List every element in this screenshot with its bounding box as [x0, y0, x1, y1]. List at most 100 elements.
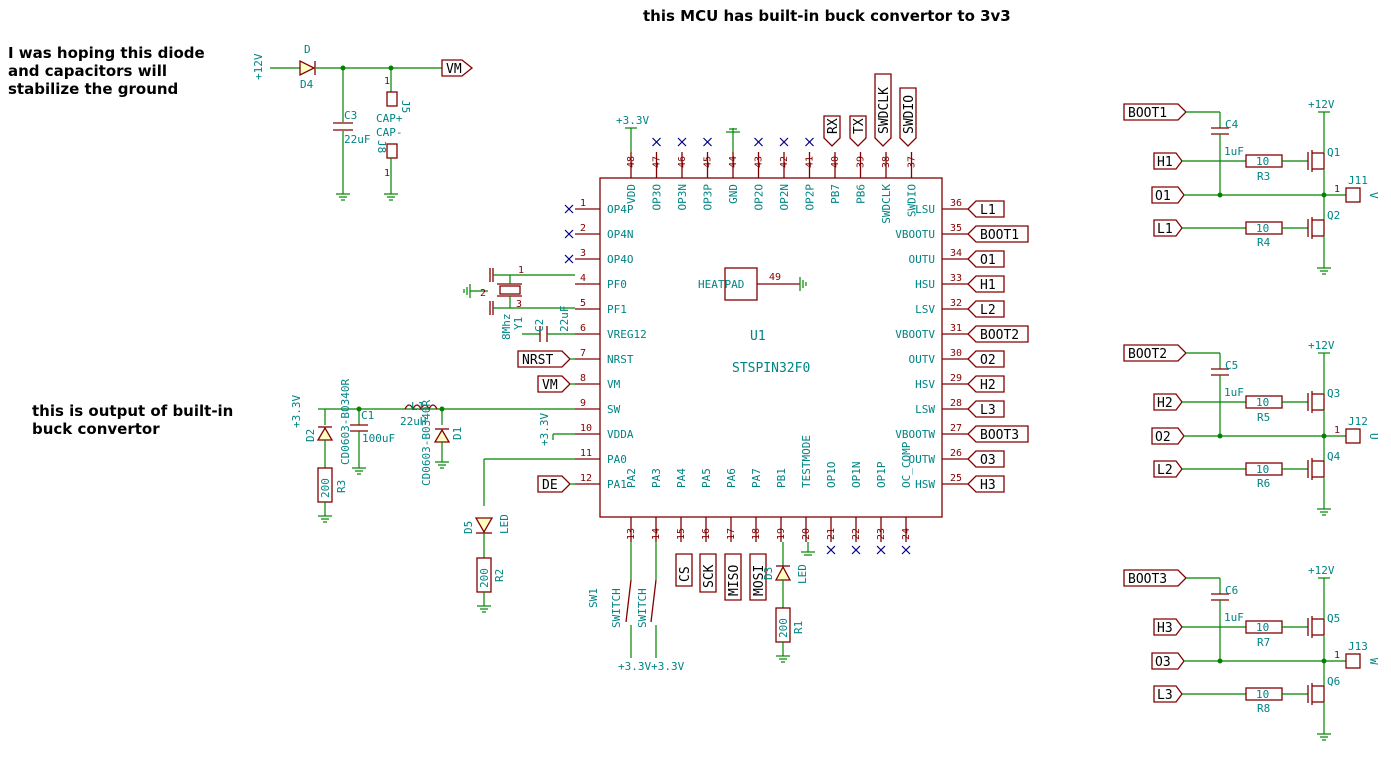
pin-number: 16 — [701, 528, 712, 540]
net-label-cs — [675, 553, 693, 587]
svg-text:BOOT2: BOOT2 — [1128, 347, 1167, 362]
pin-number: 22 — [851, 528, 862, 540]
mcu-top-connections: +3.3V RX TX SWDCLK SWDIO — [616, 73, 917, 152]
svg-text:O3: O3 — [980, 453, 996, 468]
bottom-connections: SW1 SWITCH SWITCH +3.3V+3.3V CS SCK MISO… — [587, 542, 815, 673]
svg-text:SWITCH: SWITCH — [610, 588, 623, 628]
pin-number: 23 — [876, 528, 887, 540]
diode-d4-icon — [299, 59, 316, 77]
pin-name: VBOOTV — [895, 328, 935, 341]
pin-name: OP4N — [607, 228, 634, 241]
pin-number: 42 — [779, 156, 790, 168]
pin-number: 39 — [856, 156, 867, 168]
svg-text:10: 10 — [1256, 222, 1269, 235]
svg-text:CAP+: CAP+ — [376, 112, 403, 125]
svg-text:SWDIO: SWDIO — [902, 95, 917, 134]
pin-number: 38 — [881, 156, 892, 168]
mcu-right-pins: 36LSU35VBOOTU34OUTU33HSU32LSV31VBOOTV30O… — [895, 198, 968, 491]
diode-d2-icon — [316, 426, 334, 441]
pin-name: PF1 — [607, 303, 627, 316]
svg-text:O1: O1 — [980, 253, 996, 268]
cap-c2-ref: C2 — [533, 319, 546, 332]
svg-text:MISO: MISO — [727, 565, 742, 596]
pin-number: 46 — [677, 156, 688, 168]
svg-text:O2: O2 — [1155, 430, 1171, 445]
svg-text:V: V — [1367, 192, 1380, 199]
svg-text:D3: D3 — [762, 567, 775, 580]
net-label-l3: L3 — [967, 400, 1005, 418]
pin-number: 33 — [950, 273, 962, 284]
power-3v3-top: +3.3V — [616, 114, 649, 127]
svg-text:D1: D1 — [451, 427, 464, 440]
svg-text:SWDCLK: SWDCLK — [877, 87, 892, 134]
pin-name: OP2P — [804, 184, 817, 211]
svg-text:10: 10 — [1256, 396, 1269, 409]
pin-name: GND — [727, 184, 740, 204]
diode-d4-ref: D4 — [300, 78, 314, 91]
mcu-part: STSPIN32F0 — [732, 361, 810, 376]
mcu-top-pins: 48VDD47OP3O46OP3N45OP3P44GND43OP2O42OP2N… — [625, 137, 919, 224]
led-d5-icon — [474, 517, 494, 534]
pin-number: 45 — [703, 156, 714, 168]
pin-number: 25 — [950, 473, 962, 484]
mcu-ref: U1 — [750, 329, 766, 344]
pin-number: 18 — [751, 528, 762, 540]
pin-number: 4 — [580, 273, 586, 284]
svg-text:R3: R3 — [335, 480, 348, 493]
svg-text:U: U — [1367, 433, 1380, 440]
pin-name: VREG12 — [607, 328, 647, 341]
net-label-boot — [1123, 103, 1187, 121]
net-label-sck — [699, 553, 717, 593]
net-label-boot — [1123, 344, 1187, 362]
svg-text:H1: H1 — [980, 278, 996, 293]
svg-text:H2: H2 — [1157, 396, 1173, 411]
svg-text:200: 200 — [478, 568, 491, 588]
pin-number: 15 — [676, 528, 687, 540]
svg-text:LED: LED — [498, 514, 511, 534]
pin-name: OP3P — [702, 184, 715, 211]
diode-d-value: D — [304, 43, 311, 56]
svg-text:L2: L2 — [980, 303, 996, 318]
pin-name: PA5 — [700, 468, 713, 488]
mcu-bottom-pins: 13PA214PA315PA416PA517PA618PA719PB120TES… — [625, 435, 913, 555]
net-label-miso — [724, 553, 742, 601]
svg-text:L2: L2 — [1157, 463, 1173, 478]
pin-number: 21 — [826, 528, 837, 540]
cap-c2-value: 22uF — [558, 306, 571, 333]
crystal-value: 8Mhz — [500, 314, 513, 341]
svg-text:10: 10 — [1256, 155, 1269, 168]
heatpad-label: HEATPAD — [698, 278, 744, 291]
net-label-o — [1151, 186, 1185, 204]
net-vm-top-text: VM — [446, 62, 462, 77]
pin-name: PF0 — [607, 278, 627, 291]
pin-number: 47 — [652, 156, 663, 168]
pin-number: 5 — [580, 298, 586, 309]
svg-text:VM: VM — [542, 378, 558, 393]
mcu-body — [599, 177, 943, 518]
svg-text:R1: R1 — [792, 621, 805, 634]
net-label-h — [1153, 618, 1183, 636]
svg-text:200: 200 — [319, 478, 332, 498]
pin-name: OP1O — [825, 462, 838, 489]
svg-text:W: W — [1367, 658, 1380, 665]
pin-name: OUTV — [909, 353, 936, 366]
svg-text:Q5: Q5 — [1327, 612, 1340, 625]
annotation-buck-line1: this is output of built-in — [32, 402, 233, 420]
svg-text:BOOT3: BOOT3 — [1128, 572, 1167, 587]
pin-name: OUTU — [909, 253, 936, 266]
pin-number: 7 — [580, 348, 586, 359]
svg-text:NRST: NRST — [522, 353, 553, 368]
svg-text:DE: DE — [542, 478, 558, 493]
svg-text:SWITCH: SWITCH — [636, 588, 649, 628]
svg-text:10: 10 — [1256, 688, 1269, 701]
pin-number: 11 — [580, 448, 592, 459]
pin-number: 14 — [651, 528, 662, 540]
